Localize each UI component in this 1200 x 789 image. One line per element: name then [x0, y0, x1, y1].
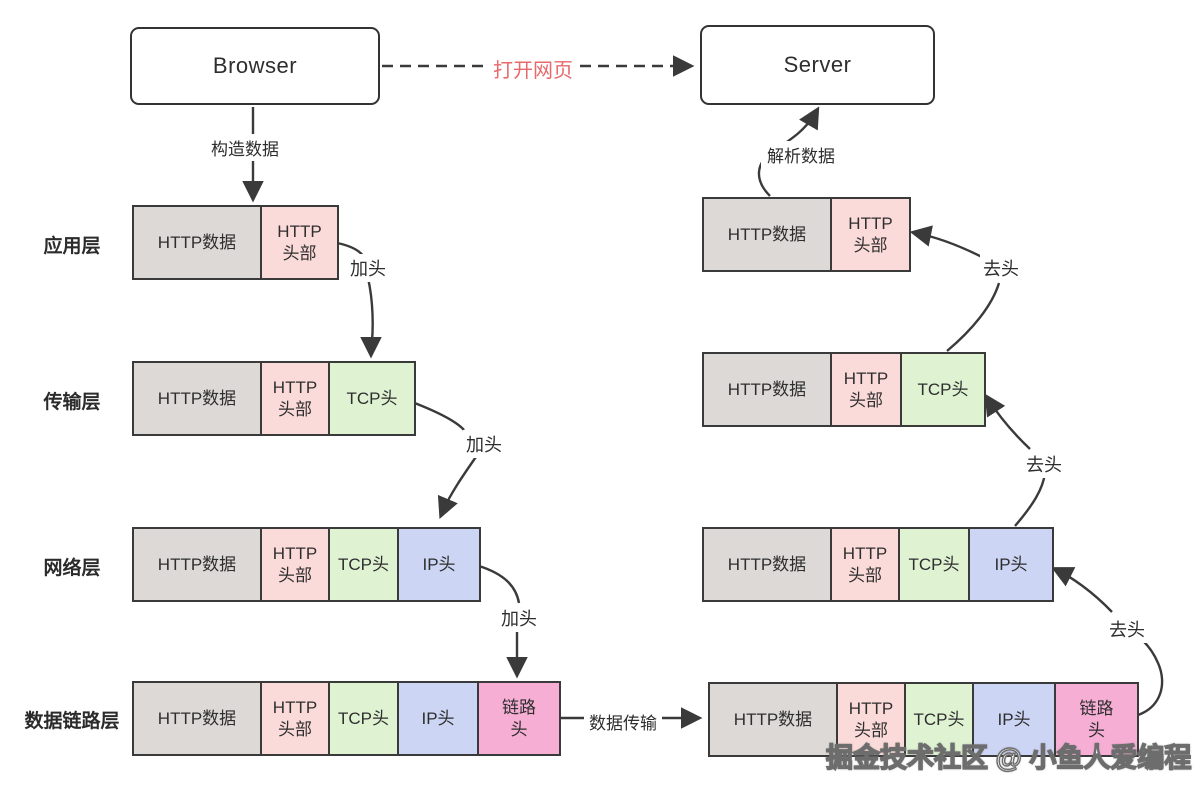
cell-http-header: HTTP 头部 — [262, 529, 330, 600]
left-row-datalink: HTTP数据 HTTP 头部 TCP头 IP头 链路 头 — [132, 681, 561, 756]
layer-label-transport: 传输层 — [43, 392, 101, 413]
add-header-arrow-1b — [360, 277, 382, 359]
cell-link-header: 链路 头 — [1056, 684, 1137, 755]
cell-http-header: HTTP 头部 — [262, 683, 330, 754]
add-header-label-2: 加头 — [463, 430, 505, 458]
add-header-label-1: 加头 — [347, 254, 389, 282]
cell-http-header: HTTP 头部 — [832, 529, 900, 600]
remove-header-arrow-3a — [1134, 634, 1164, 718]
cell-tcp-header: TCP头 — [330, 529, 399, 600]
cell-tcp-header: TCP头 — [906, 684, 974, 755]
cell-http-data: HTTP数据 — [134, 363, 262, 434]
browser-label: Browser — [212, 53, 298, 78]
cell-http-header: HTTP 头部 — [262, 363, 330, 434]
cell-tcp-header: TCP头 — [902, 354, 984, 425]
cell-link-header: 链路 头 — [479, 683, 559, 754]
cell-ip-header: IP头 — [399, 529, 479, 600]
cell-tcp-header: TCP头 — [330, 683, 399, 754]
remove-header-arrow-1a — [946, 282, 1001, 352]
left-row-application: HTTP数据 HTTP 头部 — [132, 205, 339, 280]
browser-node: Browser — [130, 27, 380, 105]
cell-http-header: HTTP 头部 — [838, 684, 906, 755]
right-row-application: HTTP数据 HTTP 头部 — [702, 197, 911, 272]
cell-ip-header: IP头 — [970, 529, 1052, 600]
cell-tcp-header: TCP头 — [900, 529, 970, 600]
add-header-label-3: 加头 — [498, 604, 540, 632]
cell-http-data: HTTP数据 — [134, 683, 262, 754]
server-node: Server — [700, 25, 935, 105]
remove-header-arrow-3b — [1051, 567, 1113, 613]
remove-header-arrow-1b — [909, 225, 983, 259]
server-label: Server — [783, 52, 852, 77]
watermark-text: 掘金技术社区 @ 小鱼人爱编程 — [825, 742, 1192, 773]
remove-header-label-1: 去头 — [980, 254, 1022, 282]
add-header-arrow-2b — [437, 453, 479, 519]
open-page-label: 打开网页 — [487, 53, 579, 84]
remove-header-arrow-2b — [984, 393, 1031, 450]
cell-http-header: HTTP 头部 — [832, 354, 902, 425]
left-row-transport: HTTP数据 HTTP 头部 TCP头 — [132, 361, 416, 436]
cell-ip-header: IP头 — [974, 684, 1056, 755]
add-header-arrow-2a — [411, 400, 465, 431]
right-row-datalink: HTTP数据 HTTP 头部 TCP头 IP头 链路 头 — [708, 682, 1139, 757]
remove-header-label-3: 去头 — [1106, 615, 1148, 643]
add-header-arrow-3a — [478, 564, 521, 604]
remove-header-arrow-2a — [1014, 472, 1047, 527]
right-row-transport: HTTP数据 HTTP 头部 TCP头 — [702, 352, 986, 427]
cell-http-data: HTTP数据 — [704, 354, 832, 425]
build-data-label: 构造数据 — [205, 134, 285, 161]
data-transfer-label: 数据传输 — [584, 708, 662, 735]
cell-tcp-header: TCP头 — [330, 363, 414, 434]
parse-data-label: 解析数据 — [761, 141, 841, 168]
layer-label-application: 应用层 — [43, 236, 101, 257]
cell-http-data: HTTP数据 — [134, 529, 262, 600]
cell-http-data: HTTP数据 — [704, 529, 832, 600]
cell-http-data: HTTP数据 — [710, 684, 838, 755]
left-row-network: HTTP数据 HTTP 头部 TCP头 IP头 — [132, 527, 481, 602]
remove-header-label-2: 去头 — [1023, 450, 1065, 478]
cell-ip-header: IP头 — [399, 683, 479, 754]
cell-http-header: HTTP 头部 — [262, 207, 337, 278]
cell-http-data: HTTP数据 — [134, 207, 262, 278]
cell-http-data: HTTP数据 — [704, 199, 832, 270]
right-row-network: HTTP数据 HTTP 头部 TCP头 IP头 — [702, 527, 1054, 602]
cell-http-header: HTTP 头部 — [832, 199, 909, 270]
layer-label-network: 网络层 — [43, 558, 101, 579]
layer-label-datalink: 数据链路层 — [24, 711, 120, 732]
